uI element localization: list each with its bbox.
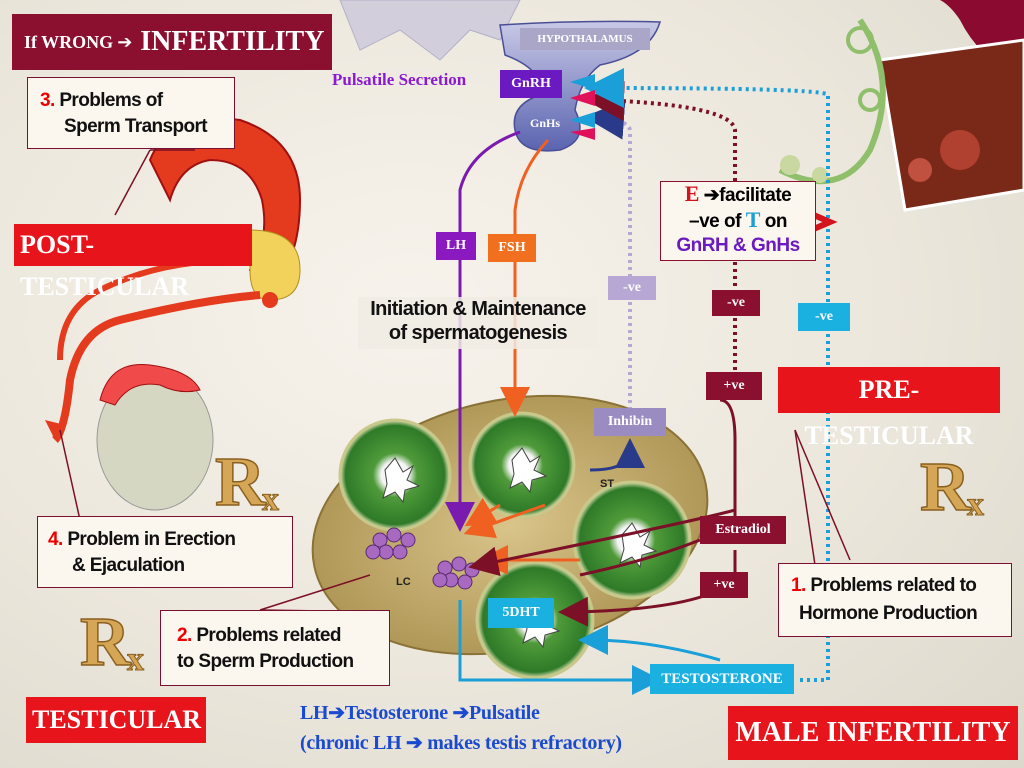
infertility-label: INFERTILITY [140, 26, 325, 57]
gnrh-label: GnRH [500, 70, 562, 98]
initiation-line1: Initiation & Maintenance [370, 298, 586, 320]
problem-1-line2: Hormone Production [799, 603, 978, 624]
on-text: on [759, 211, 788, 232]
problem-2-number: 2. [177, 625, 192, 646]
testosterone-label: TESTOSTERONE [650, 664, 794, 694]
inhibin-label: Inhibin [594, 408, 666, 436]
footnote-testosterone: Testosterone [344, 702, 453, 724]
problem-1-number: 1. [791, 575, 806, 596]
problem-4-callout: 4. Problem in Erection & Ejaculation [37, 516, 293, 588]
lh-pathway [445, 130, 521, 532]
decorative-symbols-top [339, 0, 521, 61]
footnote-refractory: makes testis refractory) [422, 732, 622, 754]
lh-label: LH [436, 232, 476, 260]
dht-label: 5DHT [488, 598, 554, 628]
svg-text:R: R [215, 444, 267, 521]
decorative-vine [778, 0, 1024, 212]
testosterone-pathway [458, 68, 830, 695]
negative-feedback-estradiol: -ve [712, 290, 760, 316]
problem-3-line2: Sperm Transport [64, 116, 208, 137]
svg-text:x: x [262, 481, 279, 518]
rx-icon-bottom: R x [79, 603, 144, 682]
problem-3-number: 3. [40, 90, 55, 111]
pulsatile-footnote: LH➔Testosterone ➔Pulsatile (chronic LH ➔… [300, 698, 700, 758]
positive-effect-lower: +ve [700, 572, 748, 598]
rx-icon-right: R x [919, 448, 984, 527]
svg-text:x: x [967, 486, 984, 523]
leydig-cell-label: LC [396, 576, 411, 588]
arrow-icon: ➔ [328, 702, 345, 724]
estrogen-facilitate-note: E ➔facilitate –ve of T on GnRH & GnHs [660, 181, 816, 261]
testicular-label: TESTICULAR [26, 697, 206, 743]
arrow-icon: ➔ [703, 185, 720, 206]
problem-2-callout: 2. Problems related to Sperm Production [160, 610, 390, 686]
gnrh-gnhs-text: GnRH & GnHs [676, 235, 800, 256]
pre-testicular-label: PRE-TESTICULAR [778, 367, 1000, 450]
hypothalamus-label: HYPOTHALAMUS [520, 28, 650, 50]
arrow-icon: ➔ [452, 702, 470, 724]
initiation-line2: of spermatogenesis [388, 322, 568, 344]
fsh-pathway [500, 138, 550, 417]
facilitate-word: facilitate [719, 185, 792, 206]
seminiferous-tubule-label: ST [600, 478, 615, 490]
infertility-header: If WRONG ➔ INFERTILITY [12, 14, 332, 70]
svg-text:R: R [80, 604, 132, 681]
post-testicular-label: POST-TESTICULAR [14, 224, 252, 301]
footnote-pulsatile: Pulsatile [469, 702, 540, 724]
negative-feedback-inhibin: -ve [608, 276, 656, 300]
spermatogenesis-note: Initiation & Maintenance of spermatogene… [358, 297, 598, 349]
arrow-icon: ➔ [117, 31, 133, 52]
rx-icon-left: R x [214, 443, 279, 522]
gnrh-pointer-arrows [570, 74, 595, 140]
if-wrong-label: If WRONG [24, 31, 114, 52]
estradiol-label: Estradiol [700, 516, 786, 544]
problem-3-callout: 3. Problems of Sperm Transport [27, 77, 235, 149]
problem-4-line2: & Ejaculation [72, 555, 185, 576]
negative-of-text: –ve of [689, 211, 746, 232]
problem-4-line1: Problem in Erection [62, 529, 236, 550]
fsh-label: FSH [488, 234, 536, 262]
footnote-chronic-lh: (chronic LH [300, 732, 407, 754]
leydig-cells-left [365, 527, 416, 560]
problem-2-line2: to Sperm Production [177, 651, 354, 672]
problem-4-number: 4. [48, 529, 63, 550]
gnhs-label: GnHs [529, 116, 560, 130]
negative-feedback-testosterone: -ve [798, 303, 850, 331]
arrow-icon: ➔ [406, 732, 423, 754]
svg-text:x: x [127, 641, 144, 678]
problem-1-callout: 1. Problems related to Hormone Productio… [778, 563, 1012, 637]
problem-1-line1: Problems related to [805, 575, 977, 596]
male-infertility-label: MALE INFERTILITY [728, 706, 1018, 760]
problem-2-line1: Problems related [191, 625, 341, 646]
problem-3-line1: Problems of [54, 90, 163, 111]
positive-effect-upper: +ve [706, 372, 762, 400]
svg-text:R: R [920, 449, 972, 526]
testosterone-letter: T [745, 207, 761, 232]
footnote-lh: LH [300, 702, 329, 724]
pulsatile-secretion-label: Pulsatile Secretion [332, 70, 467, 89]
estrogen-letter: E [684, 181, 700, 206]
